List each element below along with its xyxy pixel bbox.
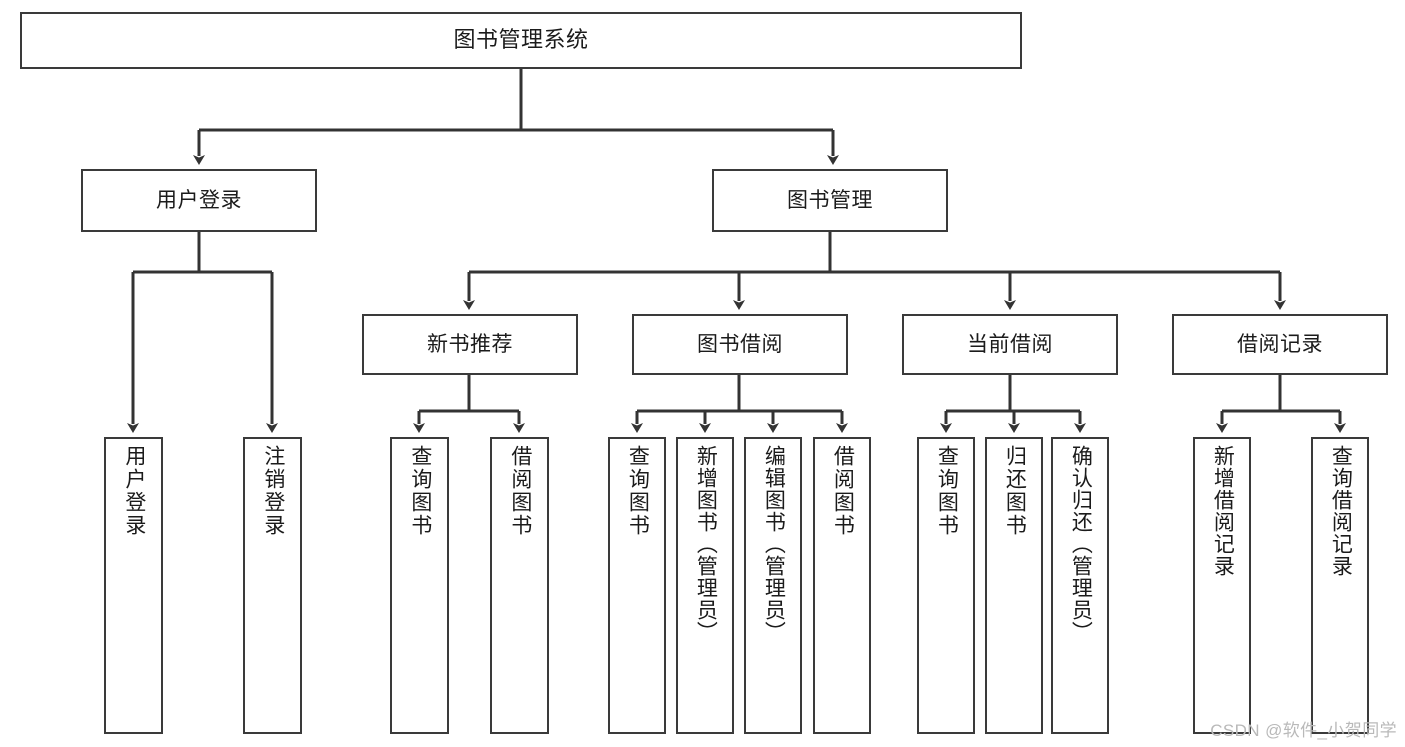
leaf-book-borrow-edit-book-admin[interactable]: 编辑图书（管理员） <box>744 437 802 734</box>
node-user-login[interactable]: 用户登录 <box>81 169 317 232</box>
leaf-borrow-record-add-record[interactable]: 新增借阅记录 <box>1193 437 1251 734</box>
leaf-book-borrow-add-book-admin[interactable]: 新增图书（管理员） <box>676 437 734 734</box>
node-root-book-management-system[interactable]: 图书管理系统 <box>20 12 1022 69</box>
node-label: 确认归还（管理员） <box>1069 445 1093 643</box>
node-book-management[interactable]: 图书管理 <box>712 169 948 232</box>
leaf-user-login-logout[interactable]: 注销登录 <box>243 437 302 734</box>
node-label: 新增图书（管理员） <box>694 445 718 643</box>
node-label: 图书管理系统 <box>453 27 589 53</box>
node-label: 新书推荐 <box>427 332 513 356</box>
node-label: 用户登录 <box>122 445 146 537</box>
node-label: 查询图书 <box>626 445 650 537</box>
node-current-borrow[interactable]: 当前借阅 <box>902 314 1118 375</box>
node-label: 归还图书 <box>1003 445 1027 537</box>
node-label: 借阅图书 <box>508 445 532 537</box>
node-new-book-recommendation[interactable]: 新书推荐 <box>362 314 578 375</box>
node-label: 图书借阅 <box>697 332 783 356</box>
node-label: 借阅图书 <box>831 445 855 537</box>
leaf-book-borrow-query-book[interactable]: 查询图书 <box>608 437 666 734</box>
node-label: 用户登录 <box>156 188 242 212</box>
node-label: 借阅记录 <box>1237 332 1323 356</box>
node-book-borrow[interactable]: 图书借阅 <box>632 314 848 375</box>
leaf-new-book-query-book[interactable]: 查询图书 <box>390 437 449 734</box>
node-borrow-record[interactable]: 借阅记录 <box>1172 314 1388 375</box>
node-label: 查询借阅记录 <box>1329 445 1353 577</box>
node-label: 新增借阅记录 <box>1211 445 1235 577</box>
leaf-borrow-record-query-record[interactable]: 查询借阅记录 <box>1311 437 1369 734</box>
leaf-current-borrow-query-book[interactable]: 查询图书 <box>917 437 975 734</box>
node-label: 图书管理 <box>787 188 873 212</box>
leaf-current-borrow-return-book[interactable]: 归还图书 <box>985 437 1043 734</box>
leaf-current-borrow-confirm-return-admin[interactable]: 确认归还（管理员） <box>1051 437 1109 734</box>
leaf-book-borrow-borrow-book[interactable]: 借阅图书 <box>813 437 871 734</box>
node-label: 注销登录 <box>261 445 285 537</box>
csdn-watermark: CSDN @软件_小贺同学 <box>1210 721 1397 740</box>
leaf-new-book-borrow-book[interactable]: 借阅图书 <box>490 437 549 734</box>
node-label: 查询图书 <box>935 445 959 537</box>
leaf-user-login-login[interactable]: 用户登录 <box>104 437 163 734</box>
node-label: 查询图书 <box>408 445 432 537</box>
node-label: 编辑图书（管理员） <box>762 445 786 643</box>
node-label: 当前借阅 <box>967 332 1053 356</box>
